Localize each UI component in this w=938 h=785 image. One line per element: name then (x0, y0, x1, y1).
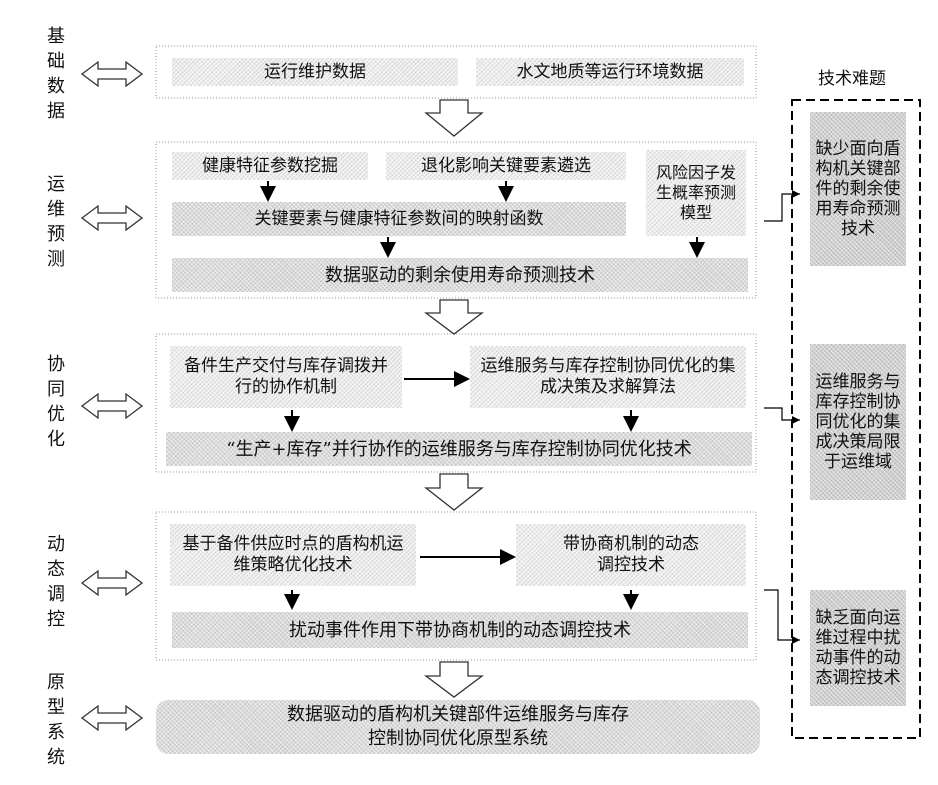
negotiation-box: 带协商机制的动态调控技术 (516, 524, 746, 586)
side-label-dongtai: 动态调控 (44, 532, 68, 632)
double-arrow-icon (82, 62, 142, 730)
disturbance-box: 扰动事件作用下带协商机制的动态调控技术 (172, 612, 748, 648)
side-label-yuanxing: 原型系统 (44, 670, 68, 770)
strategy-opt-box: 基于备件供应时点的盾构机运维策略优化技术 (170, 524, 416, 586)
parallel-tech-box: “生产+库存”并行协作的运维服务与库存控制协同优化技术 (166, 432, 752, 466)
spare-coop-box: 备件生产交付与库存调拨并行的协作机制 (170, 346, 402, 408)
mapping-box: 关键要素与健康特征参数间的映射函数 (172, 202, 626, 236)
side-label-jichu: 基础数据 (44, 24, 68, 124)
degradation-box: 退化影响关键要素遴选 (386, 152, 626, 180)
prototype-box: 数据驱动的盾构机关键部件运维服务与库存控制协同优化原型系统 (156, 700, 760, 754)
health-mining-box: 健康特征参数挖掘 (172, 152, 368, 180)
side-label-yunwei: 运维预测 (44, 172, 68, 272)
side-label-xietong: 协同优化 (44, 352, 68, 452)
integrated-decision-box: 运维服务与库存控制协同优化的集成决策及求解算法 (470, 346, 746, 408)
problem-connectors (764, 194, 800, 640)
problem-box-coordination: 运维服务与库存控制协同优化的集成决策局限于运维域 (810, 344, 906, 500)
problem-title: 技术难题 (818, 64, 886, 89)
ops-data-box: 运行维护数据 (172, 58, 458, 86)
rul-tech-box: 数据驱动的剩余使用寿命预测技术 (172, 258, 748, 292)
env-data-box: 水文地质等运行环境数据 (476, 58, 744, 86)
problem-box-rul: 缺少面向盾构机关键部件的剩余使用寿命预测技术 (810, 112, 906, 266)
risk-model-box: 风险因子发生概率预测模型 (646, 150, 746, 236)
problem-box-dynamic: 缺乏面向运维过程中扰动事件的动态调控技术 (810, 590, 906, 706)
